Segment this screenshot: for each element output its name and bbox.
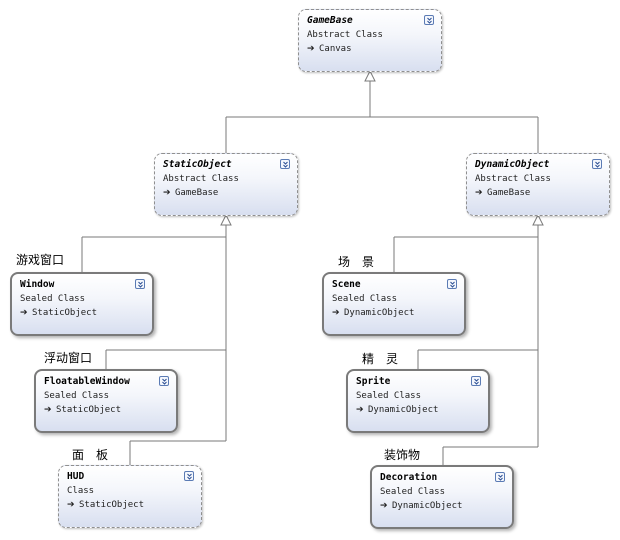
inherit-arrow-icon: ➔ — [475, 188, 483, 198]
inheritance-arrowhead-staticobject — [220, 213, 232, 226]
connector-floatablewindow — [105, 349, 226, 369]
class-kind: Abstract Class — [307, 30, 383, 40]
class-kind: Class — [67, 486, 95, 496]
class-base: ➔ StaticObject — [67, 498, 195, 513]
class-base: ➔ DynamicObject — [380, 499, 506, 514]
class-kind: Sealed Class — [332, 294, 398, 304]
class-base: ➔ DynamicObject — [356, 403, 482, 418]
connector-hud — [129, 440, 226, 465]
class-base-name: GameBase — [175, 188, 219, 198]
class-box-window[interactable]: Window Sealed Class ➔ StaticObject — [10, 272, 154, 336]
class-name: DynamicObject — [475, 159, 550, 170]
label-decoration: 装饰物 — [384, 448, 421, 462]
class-kind: Abstract Class — [163, 174, 239, 184]
class-kind: Sealed Class — [356, 391, 422, 401]
chevron-double-down-icon[interactable] — [495, 472, 505, 482]
class-box-staticobject[interactable]: StaticObject Abstract Class ➔ GameBase — [154, 153, 298, 216]
class-name: GameBase — [307, 15, 353, 26]
connector-sprite — [417, 349, 538, 369]
class-base-name: Canvas — [319, 44, 352, 54]
connector-gamebase-trunk — [225, 81, 539, 155]
chevron-double-down-icon[interactable] — [159, 376, 169, 386]
inherit-arrow-icon: ➔ — [44, 405, 52, 415]
class-base: ➔ StaticObject — [20, 306, 146, 321]
connector-scene — [393, 236, 538, 272]
class-name: FloatableWindow — [44, 376, 130, 387]
class-kind: Sealed Class — [380, 487, 446, 497]
inheritance-arrowhead-gamebase — [364, 69, 376, 82]
inherit-arrow-icon: ➔ — [380, 501, 388, 511]
class-name: StaticObject — [163, 159, 232, 170]
class-name: HUD — [67, 471, 85, 482]
class-base-name: GameBase — [487, 188, 531, 198]
chevron-double-down-icon[interactable] — [424, 15, 434, 25]
class-kind: Abstract Class — [475, 174, 551, 184]
chevron-double-down-icon[interactable] — [592, 159, 602, 169]
class-box-decoration[interactable]: Decoration Sealed Class ➔ DynamicObject — [370, 465, 514, 529]
chevron-double-down-icon[interactable] — [280, 159, 290, 169]
class-box-sprite[interactable]: Sprite Sealed Class ➔ DynamicObject — [346, 369, 490, 433]
inherit-arrow-icon: ➔ — [67, 500, 75, 510]
inherit-arrow-icon: ➔ — [332, 308, 340, 318]
connector-window — [81, 236, 226, 272]
inherit-arrow-icon: ➔ — [356, 405, 364, 415]
inherit-arrow-icon: ➔ — [163, 188, 171, 198]
class-box-dynamicobject[interactable]: DynamicObject Abstract Class ➔ GameBase — [466, 153, 610, 216]
class-base: ➔ DynamicObject — [332, 306, 458, 321]
chevron-double-down-icon[interactable] — [184, 471, 194, 481]
label-floatablewindow: 浮动窗口 — [44, 351, 93, 365]
chevron-double-down-icon[interactable] — [447, 279, 457, 289]
label-sprite: 精 灵 — [362, 352, 399, 366]
class-base: ➔ GameBase — [163, 186, 291, 201]
class-base-name: StaticObject — [79, 500, 145, 510]
inherit-arrow-icon: ➔ — [20, 308, 28, 318]
inheritance-arrowhead-dynamicobject — [532, 213, 544, 226]
class-base: ➔ Canvas — [307, 42, 435, 57]
class-name: Decoration — [380, 472, 438, 483]
class-box-gamebase[interactable]: GameBase Abstract Class ➔ Canvas — [298, 9, 442, 72]
chevron-double-down-icon[interactable] — [135, 279, 145, 289]
inherit-arrow-icon: ➔ — [307, 44, 315, 54]
class-base-name: DynamicObject — [392, 501, 463, 511]
class-base-name: StaticObject — [32, 308, 98, 318]
class-base-name: DynamicObject — [368, 405, 439, 415]
connector-decoration — [442, 446, 538, 465]
class-name: Scene — [332, 279, 361, 290]
class-base: ➔ GameBase — [475, 186, 603, 201]
class-box-floatablewindow[interactable]: FloatableWindow Sealed Class ➔ StaticObje… — [34, 369, 178, 433]
class-base-name: StaticObject — [56, 405, 122, 415]
class-kind: Sealed Class — [44, 391, 110, 401]
class-kind: Sealed Class — [20, 294, 86, 304]
class-name: Sprite — [356, 376, 391, 387]
class-box-scene[interactable]: Scene Sealed Class ➔ DynamicObject — [322, 272, 466, 336]
chevron-double-down-icon[interactable] — [471, 376, 481, 386]
class-base: ➔ StaticObject — [44, 403, 170, 418]
class-name: Window — [20, 279, 55, 290]
class-base-name: DynamicObject — [344, 308, 415, 318]
label-hud: 面 板 — [72, 448, 109, 462]
class-box-hud[interactable]: HUD Class ➔ StaticObject — [58, 465, 202, 528]
label-window: 游戏窗口 — [16, 253, 65, 267]
label-scene: 场 景 — [338, 255, 375, 269]
